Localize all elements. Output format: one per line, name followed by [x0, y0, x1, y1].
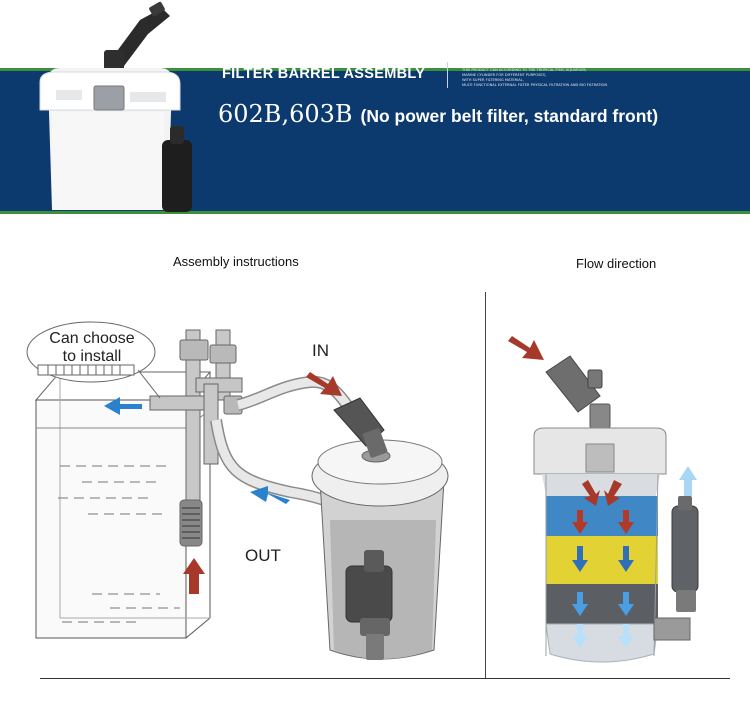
- flow-arrow-icon: [604, 480, 622, 506]
- outflow-arrow-icon: [104, 397, 142, 415]
- out-arrow-icon: [250, 486, 290, 504]
- product-pump: [162, 126, 192, 212]
- flow-inlet-valve: [545, 355, 611, 429]
- flow-canister: [533, 427, 667, 663]
- banner-title: FILTER BARREL ASSEMBLY: [222, 66, 426, 82]
- flow-arrow-icon: [572, 592, 588, 616]
- flow-arrow-icon: [618, 592, 634, 616]
- bottom-rule: [40, 678, 730, 679]
- fine-print-line: MARINE CYLINDER FOR DIFFERENT PURPOSES,: [462, 73, 547, 77]
- banner-divider: [447, 62, 448, 88]
- model-number: 602B,603B: [218, 100, 353, 128]
- tank-pipes: [149, 329, 243, 547]
- label-out: OUT: [245, 546, 281, 565]
- callout-bubble: [26, 321, 161, 399]
- flow-arrow-icon: [618, 624, 634, 648]
- model-note: (No power belt filter, standard front): [360, 106, 659, 126]
- flow-arrow-icon: [618, 546, 634, 572]
- flow-arrow-icon: [572, 624, 588, 648]
- assembly-heading: Assembly instructions: [173, 254, 299, 269]
- flow-pump: [653, 496, 699, 641]
- model-line: 602B,603B (No power belt filter, standard…: [218, 100, 658, 128]
- flow-arrow-icon: [582, 480, 600, 506]
- flow-heading: Flow direction: [576, 256, 657, 271]
- section-divider: [485, 292, 486, 678]
- fine-print-line: THIS PRODUCT CAN ACCORDING TO THE TROPIC…: [462, 68, 587, 72]
- flow-down-arrows: [572, 480, 634, 648]
- intake-arrow-icon: [183, 558, 205, 594]
- product-hose-nozzle: [104, 1, 170, 72]
- fine-print-line: WITH SUPER FILTERING MATERIAL,: [462, 78, 524, 82]
- flow-up-arrow-icon: [679, 466, 697, 496]
- callout-text-line2: to install: [63, 348, 122, 365]
- flow-in-arrow-icon: [508, 336, 544, 360]
- in-arrow-icon: [306, 372, 342, 396]
- canister-filter: [311, 397, 449, 660]
- label-in: IN: [312, 341, 329, 360]
- fine-print-line: MULTI FUNCTIONAL EXTERNAL FILTER PHYSICA…: [462, 83, 608, 87]
- callout-text-line1: Can choose: [49, 330, 134, 347]
- water-lines: [58, 465, 180, 623]
- aquarium-tank: [34, 371, 212, 639]
- banner-fine-print: THIS PRODUCT CAN ACCORDING TO THE TROPIC…: [462, 68, 642, 88]
- flow-arrow-icon: [618, 510, 634, 534]
- flow-arrow-icon: [572, 546, 588, 572]
- flow-arrow-icon: [572, 510, 588, 534]
- product-barrel: [39, 68, 181, 210]
